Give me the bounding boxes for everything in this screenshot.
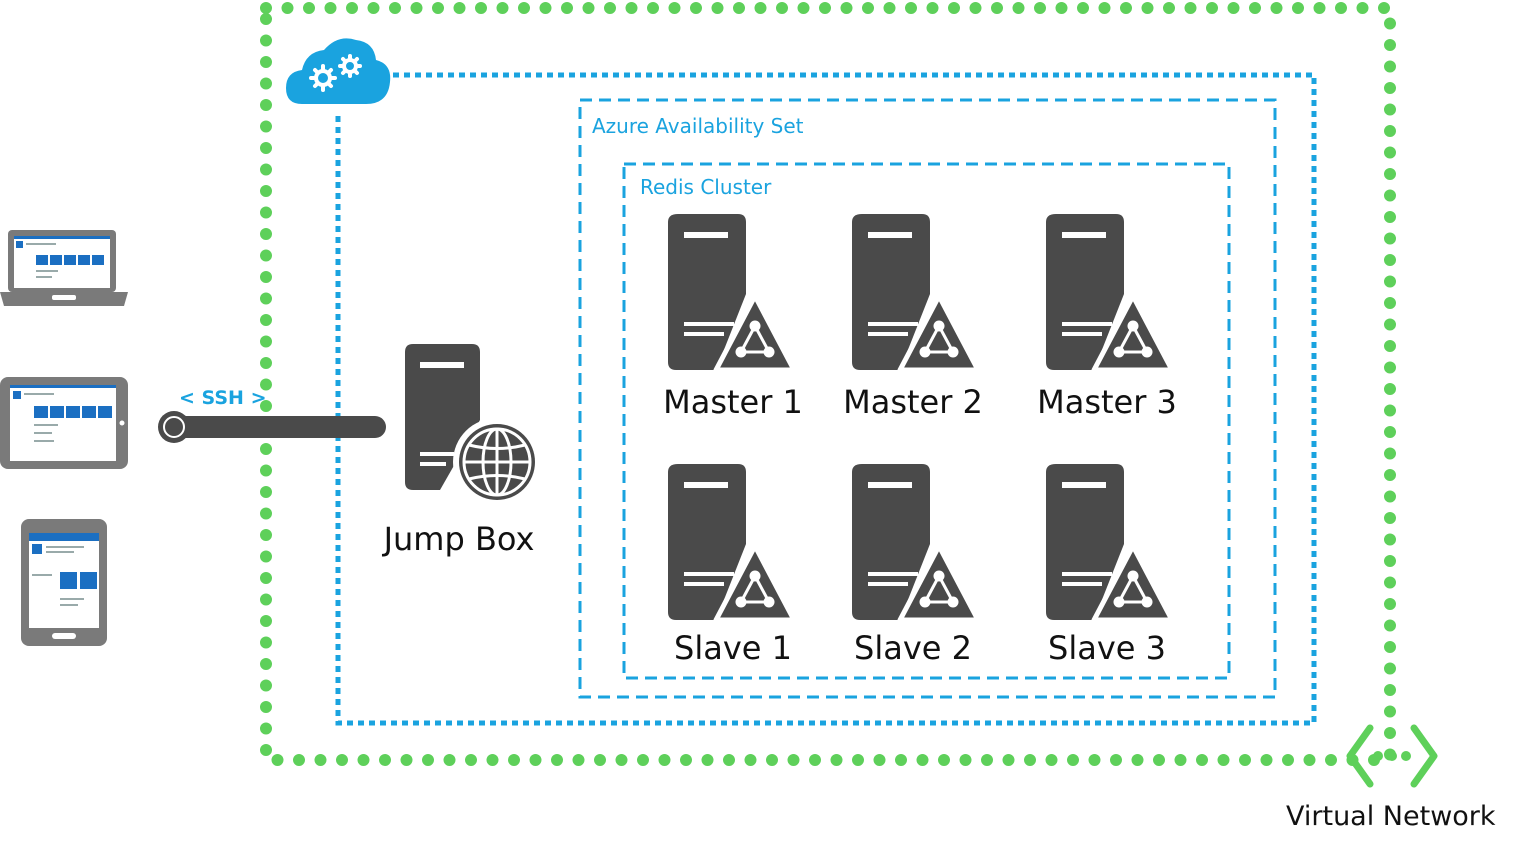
server-globe-icon: [405, 344, 541, 506]
redis-node-slave-3: [1046, 464, 1172, 620]
server-triangle-icon: [852, 464, 978, 620]
redis-cluster-boundary: [622, 162, 1231, 680]
virtual-network-boundary: [260, 2, 1396, 766]
cloud-gear-icon: [286, 38, 391, 116]
availability-set-boundary: [578, 98, 1277, 699]
master-2-label: Master 2: [843, 383, 983, 421]
redis-node-master-3: [1046, 214, 1172, 370]
virtual-network-label: Virtual Network: [1286, 801, 1496, 832]
master-1-label: Master 1: [663, 383, 803, 421]
slave-2-label: Slave 2: [854, 629, 972, 667]
laptop-icon: [0, 230, 128, 306]
network-brackets-icon: [1346, 724, 1438, 788]
server-triangle-icon: [668, 464, 794, 620]
redis-node-master-1: [668, 214, 794, 370]
slave-1-label: Slave 1: [674, 629, 792, 667]
redis-node-slave-1: [668, 464, 794, 620]
cloud-service-boundary: [335, 72, 1317, 726]
tablet-portrait-icon: [21, 519, 107, 646]
server-triangle-icon: [668, 214, 794, 370]
server-triangle-icon: [1046, 464, 1172, 620]
ssh-label: < SSH >: [179, 387, 267, 409]
ssh-connection: [158, 411, 386, 443]
server-triangle-icon: [852, 214, 978, 370]
tablet-landscape-icon: [0, 377, 128, 469]
jump-box-label: Jump Box: [383, 520, 535, 558]
redis-node-master-2: [852, 214, 978, 370]
slave-3-label: Slave 3: [1048, 629, 1166, 667]
master-3-label: Master 3: [1037, 383, 1177, 421]
server-triangle-icon: [1046, 214, 1172, 370]
redis-node-slave-2: [852, 464, 978, 620]
availability-set-label: Azure Availability Set: [592, 114, 804, 138]
redis-cluster-label: Redis Cluster: [640, 175, 772, 199]
